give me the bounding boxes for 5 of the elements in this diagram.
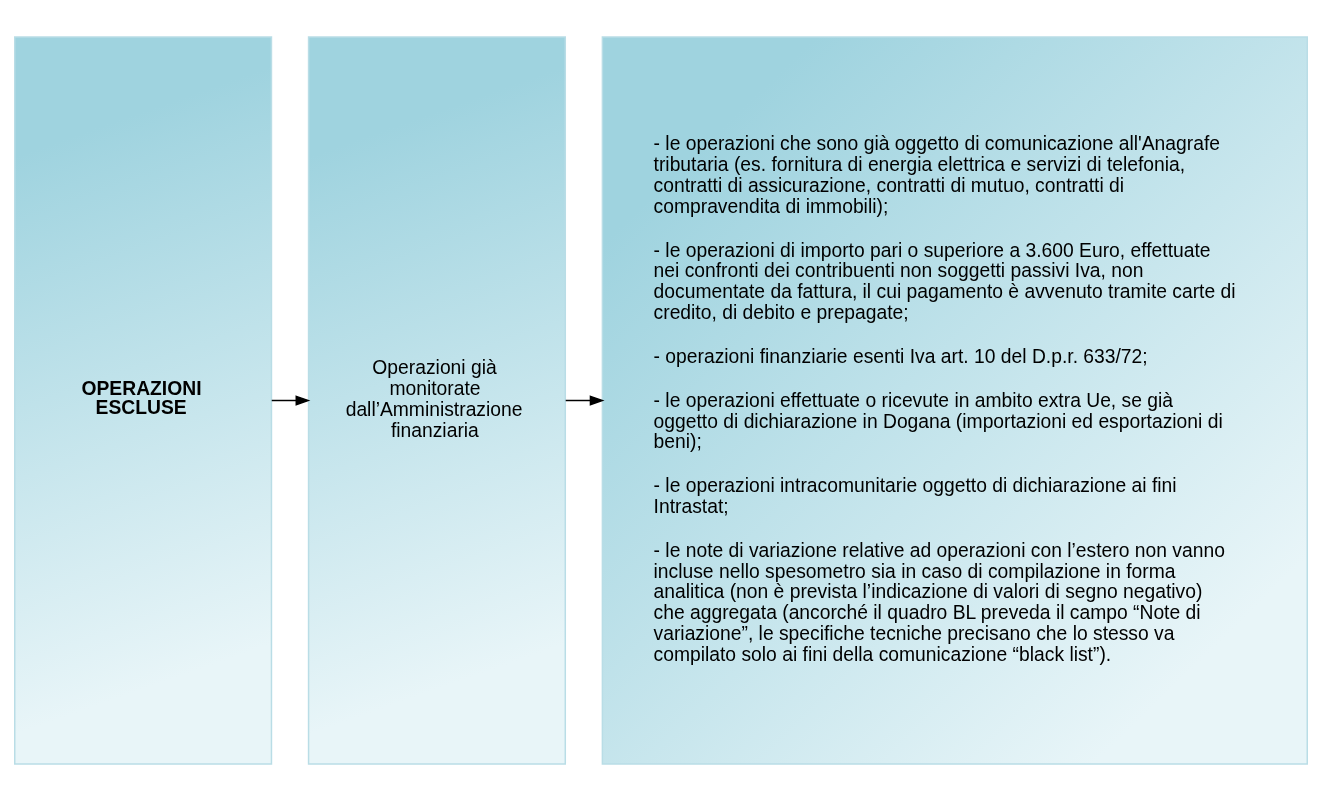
node-box: Operazioni già monitorate dall’Amministrazione finanziaria (307, 35, 567, 765)
arrow (564, 394, 605, 406)
node-box: OPERAZIONI ESCLUSE (14, 35, 273, 765)
arrow (271, 394, 311, 406)
node-box: - le operazioni che sono già oggetto di comunicazione all'Anagrafe tributaria (es. fornitura di energia elettrica e servizi di telefonia, contratti di assicurazione, contratti di mutuo, contratti di compravendita di immobili); - le operazioni di importo pari o superiore a 3.600 Euro, effettuate nei confronti dei contribuenti non soggetti passivi Iva, non documentate da fattura, il cui pagamento è avvenuto tramite carte di credito, di debito e prepagate; - operazioni finanziarie esenti Iva art. 10 del D.p.r. 633/72; - le operazioni effettuate o ricevute in ambito extra Ue, se già oggetto di dichiarazione in Dogana (importazioni ed esportazioni di beni); - le operazioni intracomunitarie oggetto di dichiarazione ai fini Intrastat; - le note di variazione relative ad operazioni con l’estero non vanno incluse nello spesometro sia in caso di compilazione in forma analitica (non è prevista l’indicazione di valori di segno negativo) che aggregata (ancorché il quadro BL preveda il campo “Note di variazione”, le specifiche tecniche precisano che lo stesso va compilato solo ai fini della comunicazione “black list”). (601, 35, 1308, 765)
